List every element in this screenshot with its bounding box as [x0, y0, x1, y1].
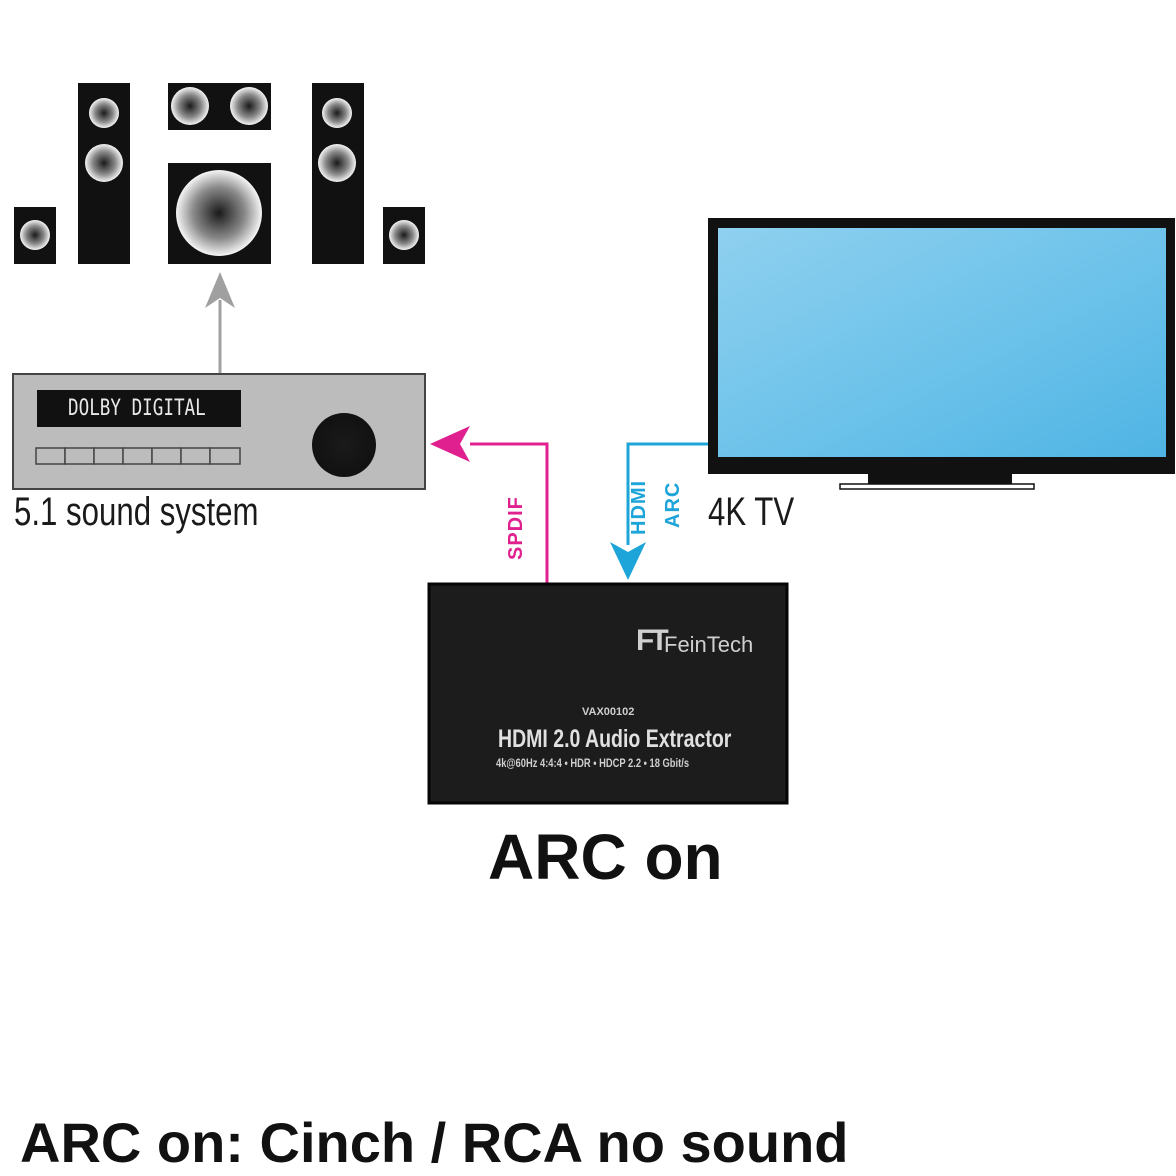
receiver-display-text: DOLBY DIGITAL [68, 396, 206, 421]
tv-icon [708, 218, 1175, 490]
device-specs: 4k@60Hz 4:4:4 • HDR • HDCP 2.2 • 18 Gbit… [496, 756, 690, 770]
speaker-icon [78, 83, 130, 264]
speaker-icon [312, 83, 364, 264]
spdif-label: SPDIF [505, 496, 527, 560]
brand-logo: FT [636, 624, 669, 657]
hdmi-arc-connection [610, 442, 708, 580]
volume-knob [312, 413, 376, 477]
hdmi-label: HDMI [628, 479, 650, 535]
sound-system-label: 5.1 sound system [14, 490, 259, 534]
speaker-icon [168, 83, 271, 130]
receiver-buttons [35, 447, 241, 465]
receiver-icon [12, 373, 426, 490]
audio-extractor-icon [427, 582, 789, 805]
subwoofer-icon [168, 163, 271, 264]
footer-note: ARC on: Cinch / RCA no sound [20, 1111, 849, 1174]
spdif-connection [430, 426, 549, 583]
receiver-output-arrow [205, 272, 235, 373]
arc-state-label: ARC on [488, 821, 723, 893]
speaker-icon [14, 207, 56, 264]
arc-label: ARC [662, 481, 684, 528]
speaker-icon [383, 207, 425, 264]
brand-name: FeinTech [664, 632, 754, 657]
device-model: VAX00102 [582, 706, 635, 718]
tv-label: 4K TV [708, 490, 795, 534]
device-name: HDMI 2.0 Audio Extractor [498, 725, 732, 753]
